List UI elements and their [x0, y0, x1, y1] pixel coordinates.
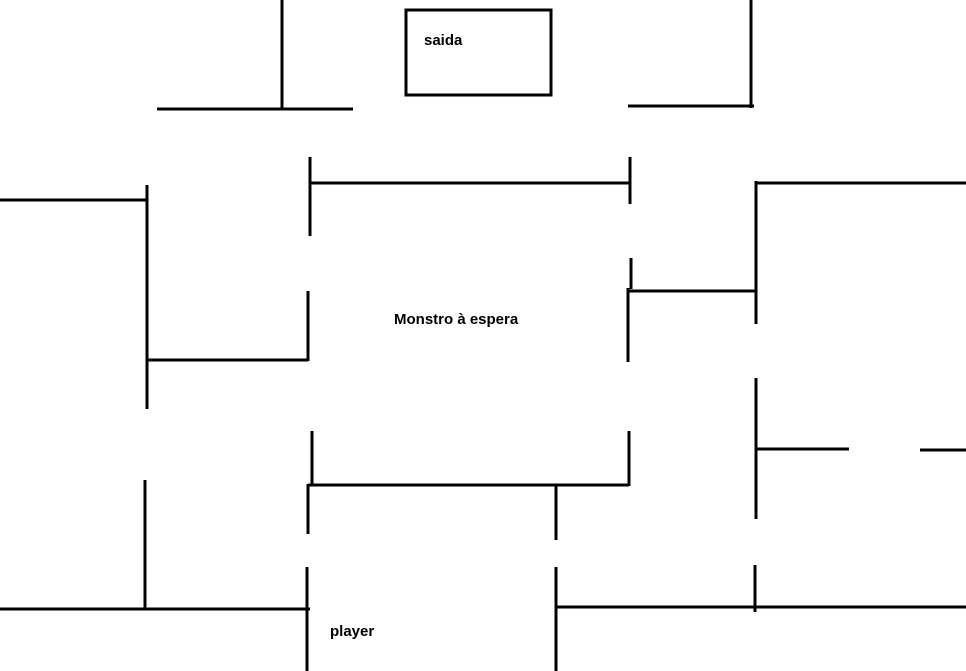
exit-label: saida: [424, 32, 463, 49]
player-label: player: [330, 623, 374, 640]
exit-box: [404, 8, 553, 97]
monster-label: Monstro à espera: [394, 311, 519, 328]
